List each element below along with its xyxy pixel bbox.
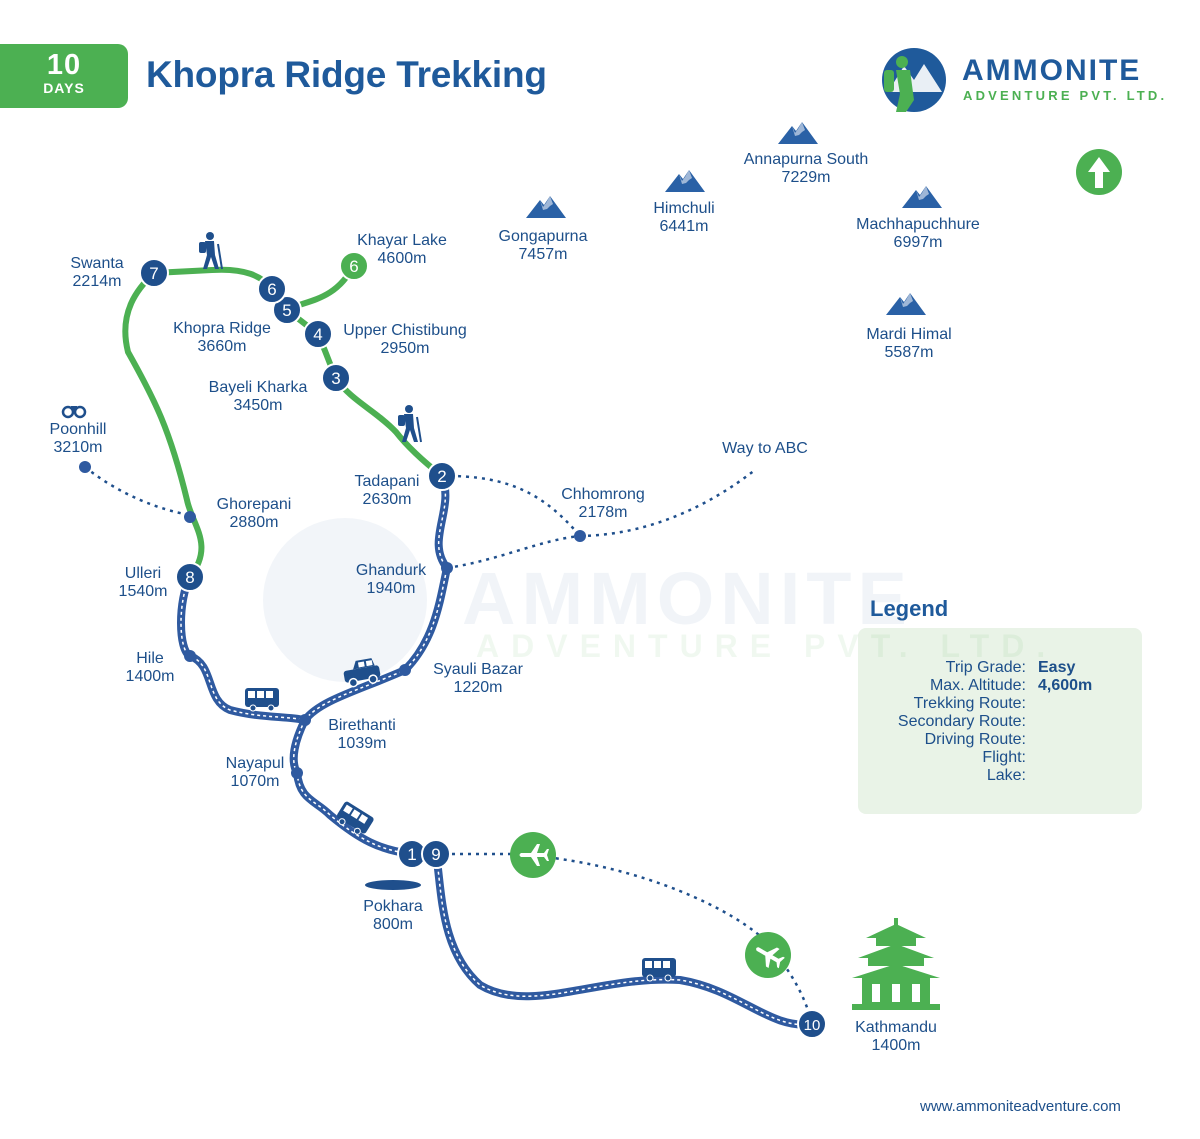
brand-name: AMMONITE	[962, 54, 1142, 87]
waypoint-dots	[79, 461, 586, 779]
svg-text:10: 10	[804, 1017, 821, 1034]
day-marker-6: 6	[257, 274, 287, 304]
binoculars-icon	[61, 405, 87, 419]
flight-route	[436, 852, 814, 1025]
mountain-icon	[902, 186, 942, 208]
pokhara-lake-icon	[365, 880, 421, 890]
legend-flight-label: Flight:	[982, 749, 1026, 766]
hiker-icon	[198, 231, 223, 270]
bus-icon	[244, 687, 280, 712]
watermark-logo-icon	[263, 518, 427, 682]
north-arrow-icon	[1076, 149, 1122, 195]
secondary-route-abc	[579, 469, 756, 538]
jeep-icon	[343, 658, 381, 688]
waypoint-syauli	[399, 664, 411, 676]
day-marker-3: 3	[321, 363, 351, 393]
watermark-subtitle: ADVENTURE PVT. LTD.	[476, 628, 1058, 664]
trekking-route	[122, 266, 445, 580]
day-marker-2: 2	[427, 461, 457, 491]
waypoint-birethanti	[299, 714, 311, 726]
mountain-icon	[665, 170, 705, 192]
days-number: 10	[46, 49, 82, 81]
waypoint-nayapul	[291, 767, 303, 779]
legend-trip-grade-label: Trip Grade:	[945, 659, 1026, 676]
waypoint-hile	[184, 650, 196, 662]
website-link[interactable]: www.ammoniteadventure.com	[920, 1098, 1121, 1115]
pagoda-icon	[852, 918, 940, 1010]
svg-text:4: 4	[313, 325, 322, 344]
watermark-name: AMMONITE	[462, 557, 913, 640]
legend-trip-grade-value: Easy	[1038, 659, 1076, 676]
bus-icon	[333, 800, 376, 839]
brand-subtitle: ADVENTURE PVT. LTD.	[963, 88, 1168, 103]
secondary-route-chhomrong	[441, 474, 581, 537]
day-marker-8: 8	[175, 562, 205, 592]
svg-text:1: 1	[407, 845, 416, 864]
place-label-way-abc: Way to ABC	[722, 440, 808, 457]
waypoint-poonhill	[79, 461, 91, 473]
legend-panel	[858, 628, 1142, 814]
legend-trekking-label: Trekking Route:	[913, 695, 1026, 712]
legend-lake-label: Lake:	[986, 767, 1026, 784]
svg-text:6: 6	[349, 257, 358, 276]
svg-text:2: 2	[437, 467, 446, 486]
mountain-icon	[526, 196, 566, 218]
secondary-route-poonhill	[84, 466, 191, 517]
legend-secondary-label: Secondary Route:	[897, 713, 1026, 730]
svg-text:5: 5	[282, 301, 291, 320]
mountain-icon	[778, 122, 818, 144]
legend-title: Legend	[870, 596, 949, 621]
day-marker-6: 6	[339, 251, 369, 281]
ammonite-logo-icon	[882, 48, 946, 112]
page-title: Khopra Ridge Trekking	[146, 54, 547, 95]
svg-text:8: 8	[185, 568, 194, 587]
svg-text:7: 7	[149, 264, 158, 283]
days-badge: 10 DAYS	[0, 44, 128, 108]
day-marker-10: 10	[797, 1009, 827, 1039]
svg-text:6: 6	[267, 280, 276, 299]
legend-driving-label: Driving Route:	[924, 731, 1026, 748]
days-label: DAYS	[43, 80, 85, 96]
brand-logo: AMMONITE ADVENTURE PVT. LTD.	[880, 46, 1170, 112]
legend-max-altitude-label: Max. Altitude:	[929, 677, 1026, 694]
svg-text:3: 3	[331, 369, 340, 388]
secondary-route-ghandurk	[446, 534, 581, 570]
waypoint-ghorepani	[184, 511, 196, 523]
day-marker-5: 5	[272, 295, 302, 325]
svg-text:9: 9	[431, 845, 440, 864]
day-marker-7: 7	[139, 258, 169, 288]
mountain-icon	[886, 293, 926, 315]
waypoint-ghandurk	[441, 562, 453, 574]
day-marker-4: 4	[303, 319, 333, 349]
day-marker-9: 9	[421, 839, 451, 869]
legend-max-altitude-value: 4,600m	[1038, 677, 1093, 694]
waypoint-chhomrong	[574, 530, 586, 542]
